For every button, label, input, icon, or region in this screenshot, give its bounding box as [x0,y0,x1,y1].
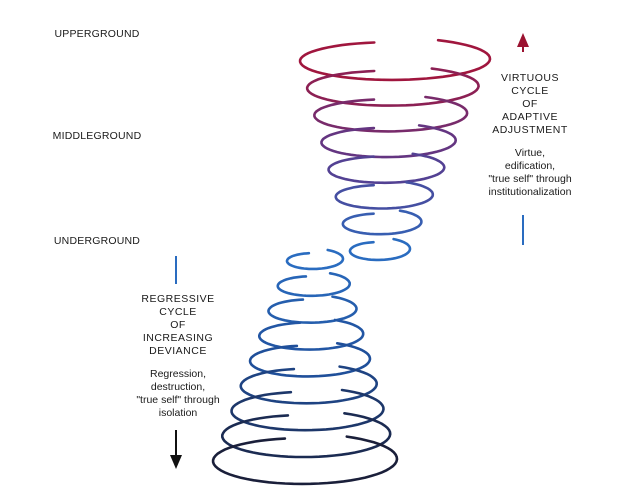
virtuous-title-1: VIRTUOUS [501,72,559,84]
underground-label: UNDERGROUND [54,235,140,247]
virtuous-spiral-coil-6 [334,181,435,210]
virtuous-title-3: OF [522,98,538,110]
regressive-spiral-coil-4 [258,318,365,351]
virtuous-spiral-coil-7 [341,209,423,236]
upperground-label: UPPERGROUND [54,28,139,40]
regressive-spiral-coil-7 [230,388,385,432]
virtuous-spiral [298,38,492,262]
regressive-spiral [211,248,399,486]
virtuous-spiral-coil-2 [305,67,480,107]
down-arrow-head [170,455,182,469]
virtuous-desc-3: "true self" through [488,173,571,185]
virtuous-spiral-coil-3 [313,95,469,133]
virtuous-title-5: ADJUSTMENT [492,124,568,136]
regressive-spiral-coil-5 [248,342,372,378]
regressive-desc-3: "true self" through [136,394,219,406]
virtuous-desc-4: institutionalization [489,186,572,198]
regressive-spiral-coil-9 [211,435,399,486]
virtuous-title-4: ADAPTIVE [502,111,558,123]
regressive-desc-4: isolation [159,407,198,419]
virtuous-title-2: CYCLE [511,85,549,97]
virtuous-spiral-coil-4 [320,124,458,159]
regressive-spiral-coil-3 [267,295,358,325]
regressive-title-1: REGRESSIVE [141,293,214,305]
regressive-title-3: OF [170,319,186,331]
middleground-gap [92,126,102,144]
virtuous-spiral-coil-8 [348,237,412,262]
regressive-cycle-caption: REGRESSIVE CYCLE OF INCREASING DEVIANCE … [136,256,220,469]
regressive-title-4: INCREASING [143,332,213,344]
underground-gap [92,231,102,249]
regressive-spiral-coil-6 [239,365,379,405]
regressive-desc-2: destruction, [151,381,205,393]
virtuous-spiral-coil-5 [327,152,446,185]
virtuous-spiral-coil-1 [298,38,492,82]
virtuous-desc-1: Virtue, [515,147,545,159]
virtuous-cycle-caption: VIRTUOUS CYCLE OF ADAPTIVE ADJUSTMENT Vi… [488,33,572,245]
regressive-spiral-coil-8 [221,412,392,459]
virtuous-desc-2: edification, [505,160,555,172]
regressive-desc-1: Regression, [150,368,206,380]
regressive-title-5: DEVIANCE [149,345,207,357]
regressive-spiral-coil-1 [285,248,345,271]
middleground-label: MIDDLEGROUND [53,130,142,142]
upperground-gap [92,24,102,42]
regressive-title-2: CYCLE [159,306,197,318]
up-arrow-head [517,33,529,47]
regressive-spiral-coil-2 [276,272,351,298]
